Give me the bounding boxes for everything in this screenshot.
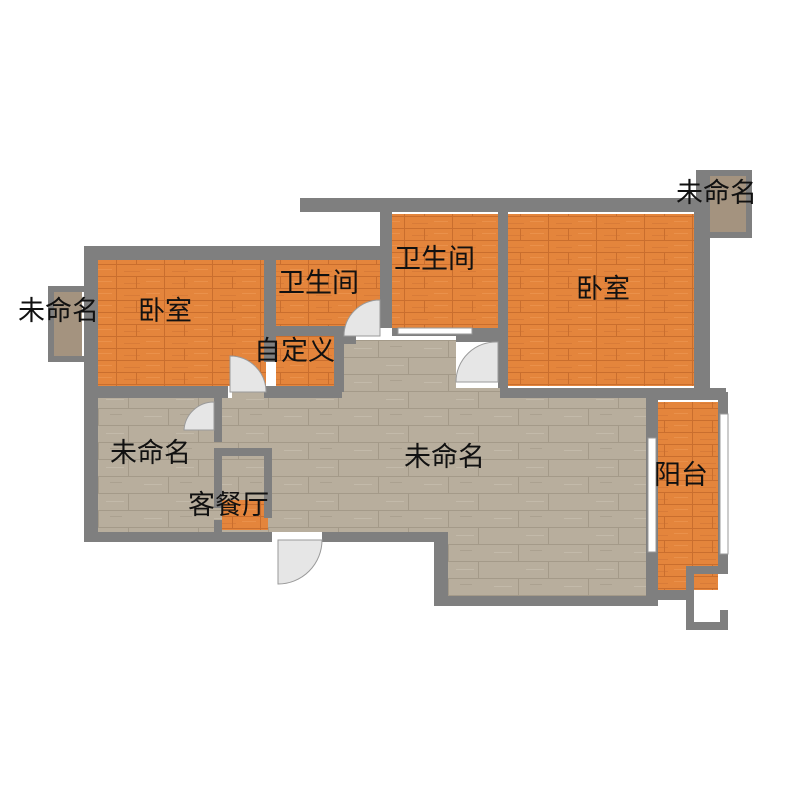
- label-living-dining: 客餐厅: [188, 490, 269, 521]
- label-unnamed-left-room: 未命名: [110, 438, 191, 469]
- door-entrance: [277, 539, 323, 585]
- floor-custom: [276, 336, 334, 386]
- floor-bathroom-2: [392, 214, 498, 330]
- door-bathroom-1: [343, 299, 381, 337]
- label-bedroom-right: 卧室: [576, 274, 630, 305]
- door-bathroom-2: [455, 341, 499, 383]
- doors: [183, 299, 499, 585]
- label-unnamed-center: 未命名: [404, 442, 485, 473]
- floor-unnamed-left: [54, 292, 82, 356]
- label-unnamed-left: 未命名: [18, 296, 99, 327]
- floor-balcony: [658, 402, 718, 590]
- label-balcony: 阳台: [654, 460, 708, 491]
- label-bathroom-1: 卫生间: [278, 268, 359, 299]
- walls: [48, 170, 752, 630]
- door-bedroom-left: [229, 355, 267, 393]
- label-custom: 自定义: [254, 336, 335, 367]
- label-bedroom-left: 卧室: [138, 296, 192, 327]
- label-bathroom-2: 卫生间: [394, 244, 475, 275]
- door-unnamed-left-room: [183, 401, 215, 431]
- floor-dining-strip: [222, 500, 268, 530]
- floor-unnamed-top-right: [710, 176, 748, 232]
- label-unnamed-top-right: 未命名: [676, 178, 757, 209]
- windows: [397, 327, 729, 555]
- floor-bedroom-right: [508, 214, 694, 386]
